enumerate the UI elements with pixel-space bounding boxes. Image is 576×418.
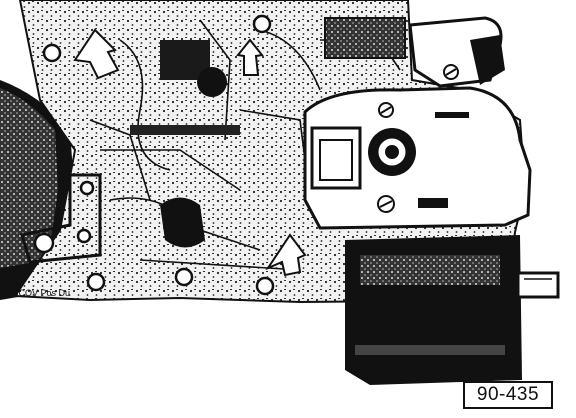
left-housing-highlight <box>0 88 58 268</box>
capacitor-dark <box>197 67 227 97</box>
housing-slot <box>435 112 469 118</box>
housing-screw-top-slot <box>380 106 392 114</box>
gauge-shaft-center <box>385 145 399 159</box>
left-bracket <box>20 173 102 264</box>
housing-clip-inner <box>319 139 353 181</box>
right-shaft <box>516 271 560 299</box>
lower-connector-pins <box>355 345 505 355</box>
lower-dark-component <box>160 197 205 248</box>
lower-connector-detail <box>360 255 500 285</box>
arrow-upper-left-icon <box>73 28 120 80</box>
board-printed-text: CCOV Pos Du <box>12 288 70 298</box>
arrow-lower-icon <box>265 233 307 277</box>
chip-row <box>130 125 240 135</box>
bracket-dark-tab <box>470 35 505 85</box>
figure-number-label: 90-435 <box>463 381 553 409</box>
housing-screw-bottom-slot <box>379 200 393 208</box>
bracket-screw-slot <box>445 68 457 76</box>
arrow-top-center-icon <box>236 38 264 76</box>
connector-strip <box>324 17 406 59</box>
housing-label-plate <box>418 198 448 208</box>
gauge-housing <box>303 86 532 230</box>
